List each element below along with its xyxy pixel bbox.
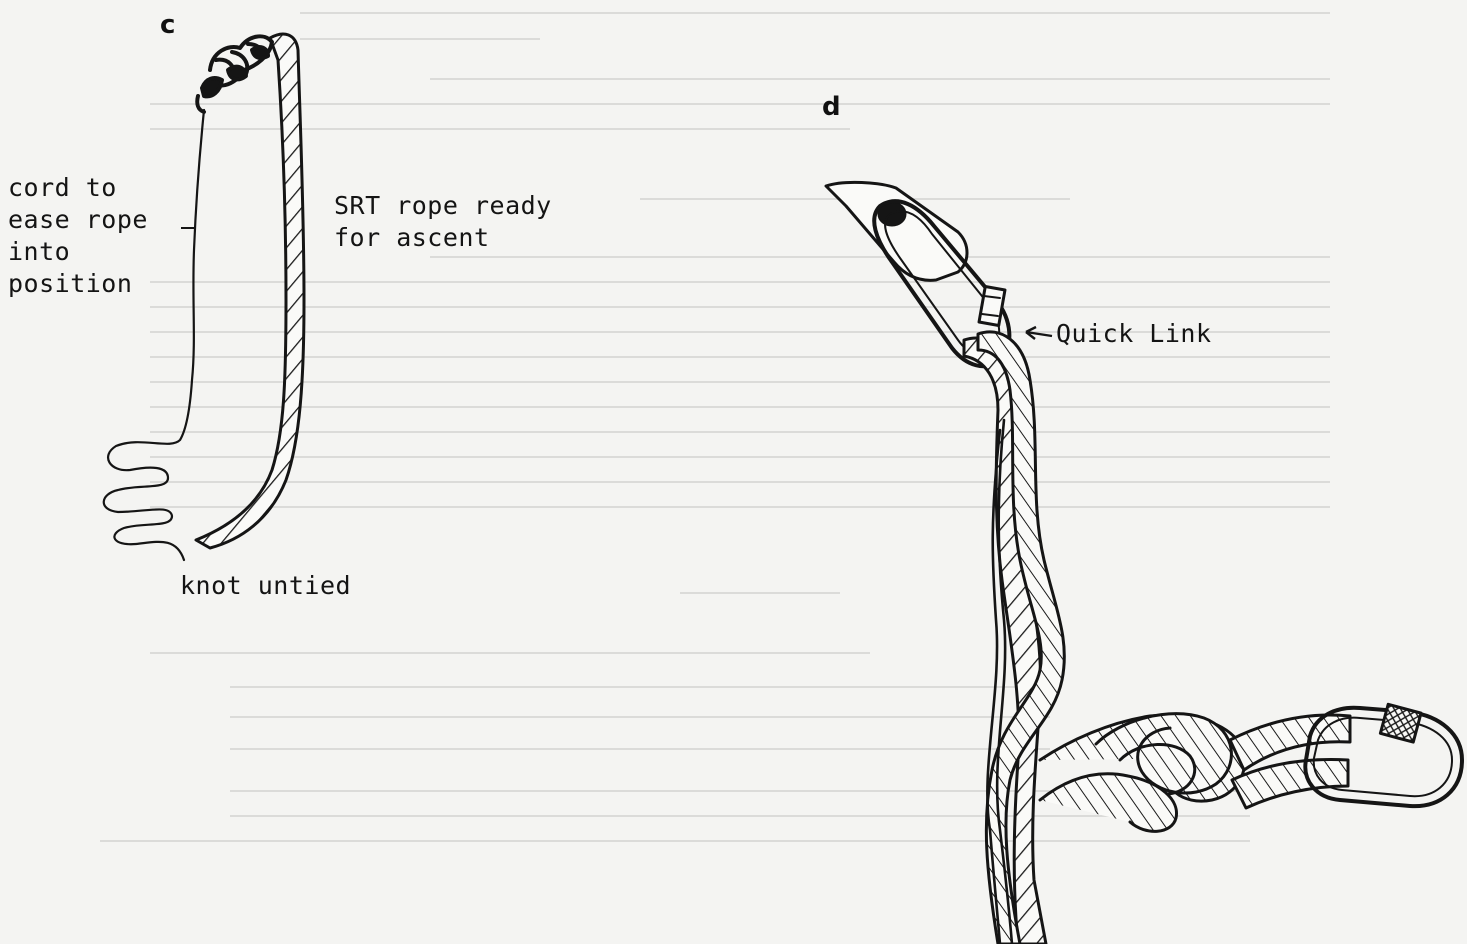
figure-eight-knot [1040, 714, 1350, 832]
panel-c-letter: c [160, 10, 175, 40]
srt-rope-label-line-1: SRT rope ready [334, 190, 552, 222]
cord-label-line-4: position [8, 268, 148, 300]
quick-link-arrow [1026, 327, 1052, 339]
cord-label: cord to ease rope into position [8, 172, 148, 300]
cord-label-line-2: ease rope [8, 204, 148, 236]
srt-rope [196, 34, 304, 548]
cord-label-line-3: into [8, 236, 148, 268]
cord-label-line-1: cord to [8, 172, 148, 204]
quick-link-gate [979, 287, 1005, 326]
knot-blob [197, 36, 272, 112]
knot-untied-label: knot untied [180, 570, 351, 602]
quick-link-label: Quick Link [1056, 318, 1212, 350]
panel-d-letter: d [822, 92, 841, 122]
srt-rope-label: SRT rope ready for ascent [334, 190, 552, 254]
panel-d-drawing [826, 182, 1462, 944]
srt-rope-label-line-2: for ascent [334, 222, 552, 254]
carabiner-gate [1380, 704, 1421, 742]
